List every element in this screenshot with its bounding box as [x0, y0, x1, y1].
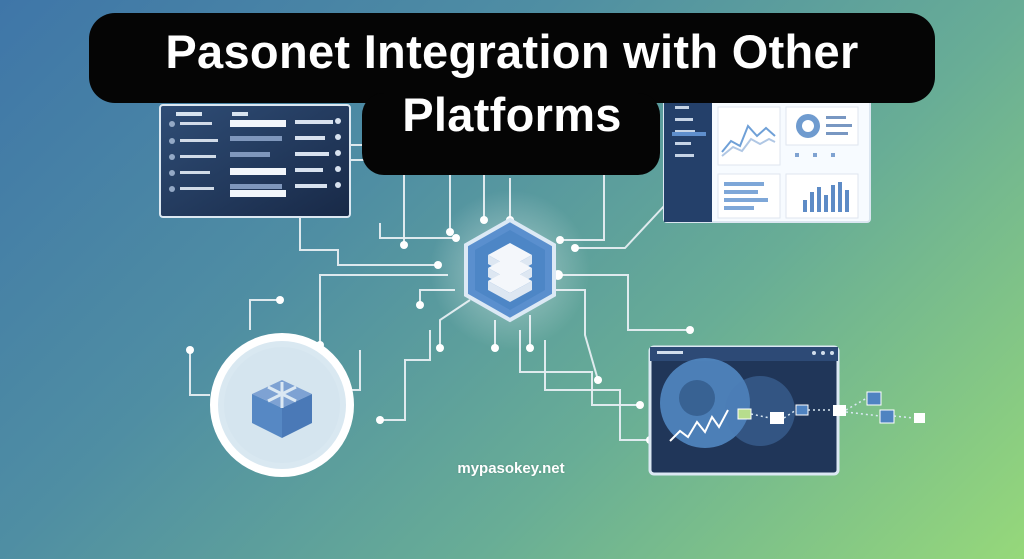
page-title: Pasonet Integration with Other Platforms [165, 25, 859, 141]
bottom-right-analytics-panel [648, 345, 925, 476]
right-analytics-panel [663, 99, 871, 223]
package-icon [252, 380, 312, 438]
title-background-top [89, 13, 935, 103]
database-hub [464, 217, 556, 323]
watermark-text: mypasokey.net [457, 460, 565, 477]
database-icon [488, 243, 532, 302]
left-platform-circle [210, 333, 354, 477]
left-dashboard-panel [159, 104, 351, 218]
title-background-bottom [362, 93, 660, 175]
